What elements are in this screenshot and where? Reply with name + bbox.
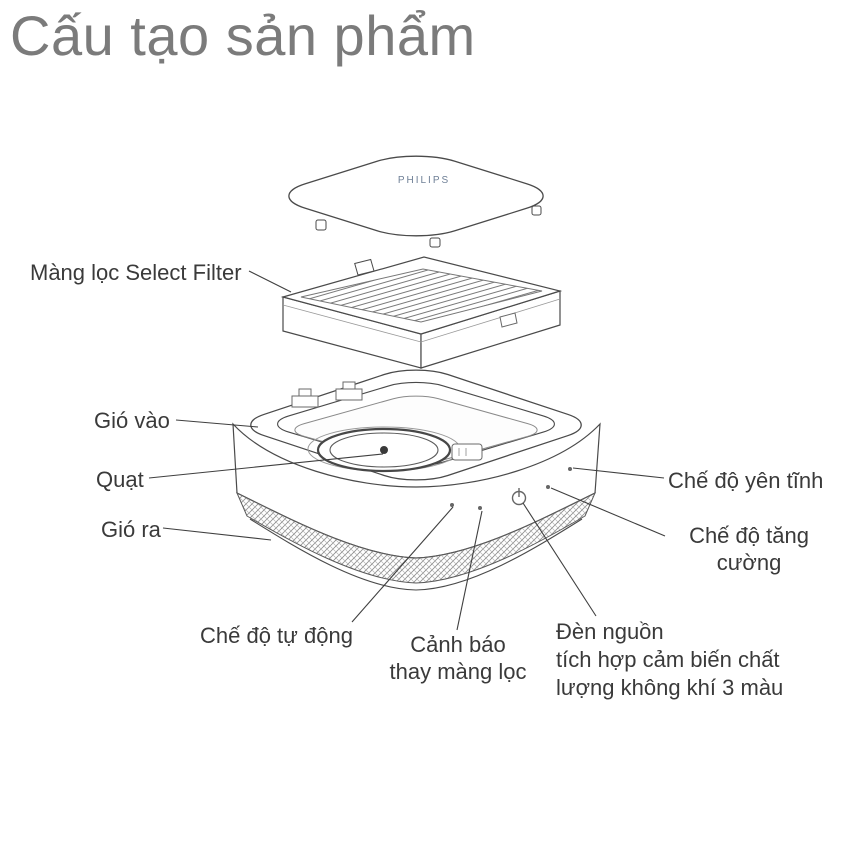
clip-bracket [298,388,312,397]
control-panel [450,467,572,510]
sensor-module-box [451,443,483,461]
lid-foot [531,205,542,216]
leader-line-auto-mode [351,506,454,623]
base-bottom-edge [249,518,583,591]
label-boost-mode-line1: Chế độ tăng [689,523,809,548]
leader-line-air-in [175,419,259,428]
top-cover: PHILIPS [266,149,566,248]
auto-mode-led[interactable] [450,503,454,507]
page-title: Cấu tạo sản phẩm [10,4,476,67]
label-filter-alert-line2: thay màng lọc [389,659,527,684]
label-filter-alert-line1: Cảnh báo [410,632,506,657]
clip-bracket [342,381,356,390]
leader-lines [148,270,666,631]
label-boost-mode-line2: cường [716,550,782,575]
power-icon[interactable] [511,488,527,506]
lid-foot [429,237,441,248]
label-boost-mode: Chế độ tăng cường [663,522,835,576]
lid-foot [315,219,327,231]
filter-pull-tab[interactable] [354,258,375,276]
fan-assembly [307,426,461,473]
fan-hub [380,446,388,454]
filter-alert-led[interactable] [478,506,482,510]
select-filter [280,256,563,369]
label-filter-alert: Cảnh báo thay màng lọc [386,631,530,685]
label-power-light-line3: lượng không khí 3 màu [556,675,784,700]
lid-feet [315,205,542,248]
label-air-out: Gió ra [101,517,161,542]
leader-line-power-light [522,502,597,617]
label-power-light-line2: tích hợp cảm biến chất [556,647,780,672]
leader-line-filter-alert [456,510,483,631]
label-power-light-line1: Đèn nguồn [556,619,664,644]
leader-line-quiet-mode [572,467,665,479]
brand-logo-text: PHILIPS [398,175,450,186]
leader-line-boost-mode [550,487,666,537]
label-auto-mode: Chế độ tự động [200,623,353,648]
clip-bracket [291,395,319,408]
body-unit [232,364,601,591]
leader-line-filter [248,270,292,293]
leader-line-fan [148,453,384,479]
label-fan: Quạt [96,467,144,492]
quiet-mode-led[interactable] [568,467,572,471]
label-air-in: Gió vào [94,408,170,433]
filter-clip-brackets [291,381,363,408]
lid-surface [266,149,566,243]
clip-bracket [335,388,363,401]
filter-pleated-media [300,268,543,323]
air-outlet-vent-band [235,491,597,584]
label-select-filter: Màng lọc Select Filter [30,260,242,285]
label-quiet-mode: Chế độ yên tĩnh [668,468,824,493]
fan-inner-ring [329,432,439,468]
leader-line-air-out [162,527,272,541]
label-power-light: Đèn nguồn tích hợp cảm biến chất lượng k… [556,618,836,702]
filter-side-clip [499,312,518,328]
boost-mode-led[interactable] [546,485,550,489]
